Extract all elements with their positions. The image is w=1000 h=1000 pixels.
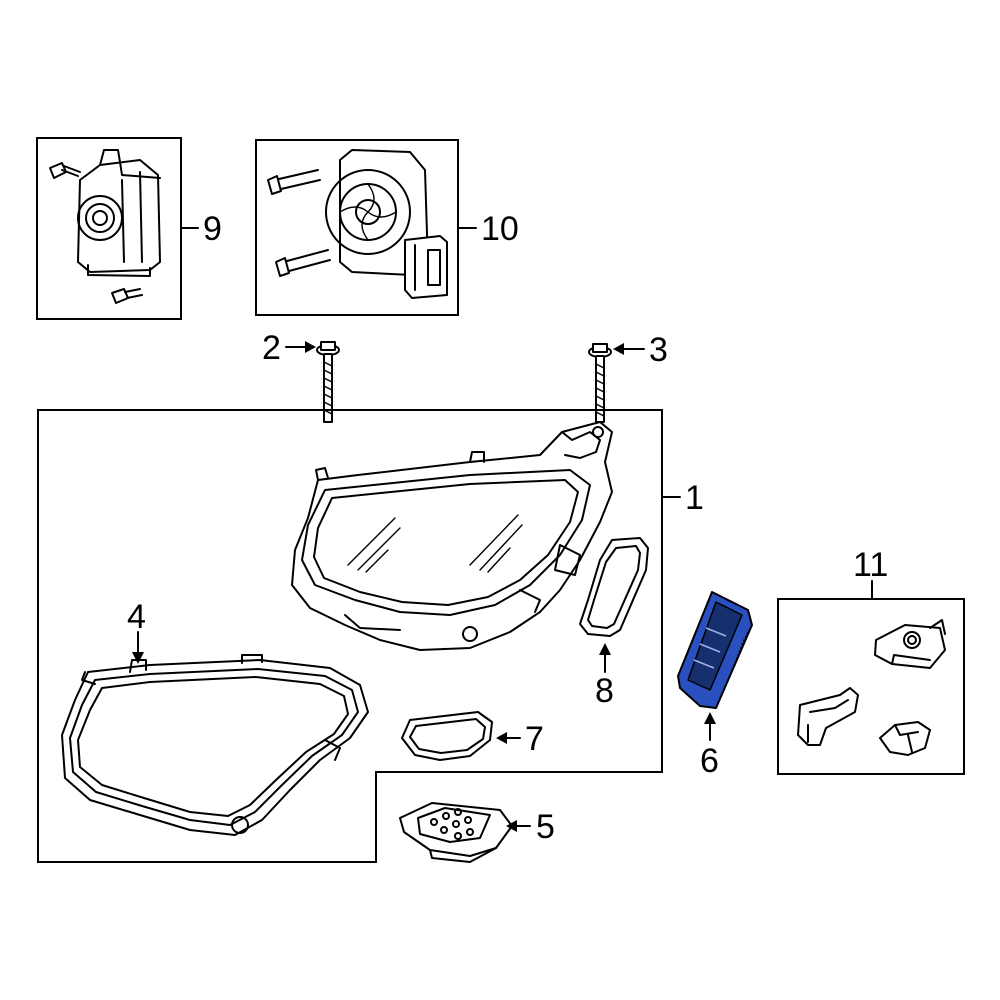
- part-6-group[interactable]: 6: [677, 591, 753, 780]
- part-1-group[interactable]: 1: [37, 409, 704, 863]
- callout-2[interactable]: 2: [262, 329, 281, 367]
- callout-4[interactable]: 4: [127, 598, 146, 636]
- screw-icon: [49, 162, 81, 179]
- arrow-5: [506, 820, 517, 832]
- part-5-group[interactable]: 5: [399, 802, 555, 863]
- screw-icon: [275, 249, 331, 277]
- cooling-fan-icon: [325, 149, 448, 299]
- arrow-7: [496, 732, 507, 744]
- callout-7[interactable]: 7: [525, 720, 544, 758]
- bolt-icon: [588, 343, 612, 423]
- part-3-group[interactable]: 3: [588, 331, 668, 423]
- seal-icon: [579, 537, 649, 637]
- part-11-box: [777, 598, 965, 775]
- highlighted-control-module-icon: [677, 591, 753, 709]
- control-module-icon: [399, 802, 513, 863]
- headlamp-assembly-icon: [291, 421, 613, 651]
- part-9-group[interactable]: 9: [36, 137, 222, 320]
- seal-icon: [401, 711, 493, 761]
- clip-icon: [879, 721, 931, 756]
- bracket-icon: [874, 619, 946, 669]
- arrow-6: [704, 712, 716, 724]
- arrow-3: [613, 343, 624, 355]
- bolt-icon: [316, 341, 340, 423]
- arrow-4: [132, 652, 144, 664]
- callout-10[interactable]: 10: [481, 210, 519, 248]
- bracket-icon: [797, 687, 859, 746]
- callout-6[interactable]: 6: [700, 742, 719, 780]
- part-11-group[interactable]: 11: [777, 546, 965, 775]
- callout-9[interactable]: 9: [203, 210, 222, 248]
- screw-icon: [267, 169, 321, 195]
- arrow-2: [305, 341, 316, 353]
- part-1-box: [37, 409, 663, 863]
- callout-8[interactable]: 8: [595, 672, 614, 710]
- part-10-group[interactable]: 10: [255, 139, 519, 316]
- callout-11[interactable]: 11: [853, 546, 888, 584]
- callout-3[interactable]: 3: [649, 331, 668, 369]
- screw-icon: [111, 288, 143, 304]
- callout-1[interactable]: 1: [685, 479, 704, 517]
- callout-5[interactable]: 5: [536, 808, 555, 846]
- headlamp-motor-icon: [77, 149, 161, 277]
- headlamp-lens-icon: [61, 654, 369, 836]
- part-2-group[interactable]: 2: [262, 329, 340, 423]
- arrow-8: [599, 643, 611, 655]
